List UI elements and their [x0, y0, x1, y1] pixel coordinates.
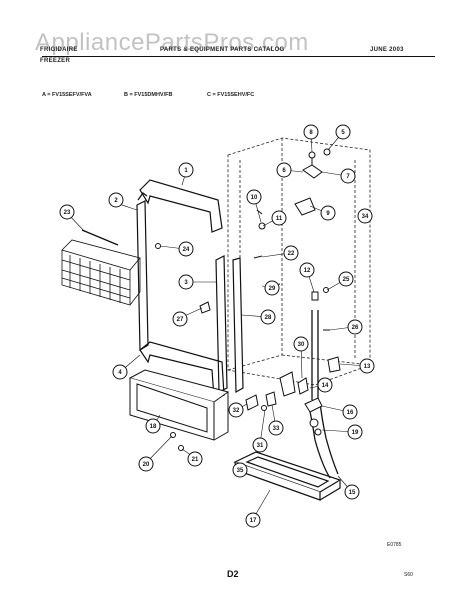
callout-circle-19: [347, 424, 363, 440]
drain-tube-part: [307, 310, 339, 479]
callout-circle-29: [264, 280, 280, 296]
callout-circle-28: [260, 309, 276, 325]
callout-circle-4: [112, 364, 128, 380]
door-frame-part: [137, 179, 223, 233]
callout-circle-17: [245, 512, 261, 528]
header-rule: [42, 56, 435, 57]
callout-label-15: 15: [349, 490, 356, 496]
callout-label-7: 7: [346, 174, 350, 180]
callout-circle-3: [178, 274, 194, 290]
callout-label-8: 8: [309, 130, 313, 136]
callout-circle-22: [283, 245, 299, 261]
kickplate-part: [128, 369, 230, 441]
callout-label-3: 3: [184, 280, 188, 286]
callout-label-26: 26: [352, 325, 359, 331]
callout-circle-16: [342, 404, 358, 420]
callout-label-29: 29: [269, 286, 276, 292]
callout-circle-9: [320, 205, 336, 221]
callout-circle-25: [338, 271, 354, 287]
callout-circle-34: [357, 208, 373, 224]
callout-label-16: 16: [347, 410, 354, 416]
callout-label-24: 24: [183, 247, 190, 253]
model-c: C = FV15SEHV/FC: [207, 92, 255, 98]
callout-label-21: 21: [192, 457, 199, 463]
callout-circle-33: [268, 420, 284, 436]
callout-circle-20: [138, 456, 154, 472]
callout-circle-32: [228, 402, 244, 418]
callout-group: 1234567891011121314151617181920212223242…: [59, 124, 375, 528]
callout-circle-14: [317, 377, 333, 393]
callout-label-1: 1: [184, 168, 188, 174]
callout-circle-18: [145, 418, 161, 434]
callout-circle-10: [246, 189, 262, 205]
page-number: D2: [227, 569, 239, 579]
callout-circle-31: [252, 437, 268, 453]
callout-circle-2: [108, 192, 124, 208]
watermark: AppliancePartsPros.com: [35, 29, 309, 56]
corner-code: S60: [404, 572, 413, 578]
callout-circle-7: [340, 168, 356, 184]
callout-circle-1: [178, 162, 194, 178]
diagram-code: E0785: [387, 542, 402, 548]
callout-label-14: 14: [322, 383, 329, 389]
callout-circle-21: [187, 451, 203, 467]
callout-circle-15: [344, 484, 360, 500]
callout-circle-23: [59, 204, 75, 220]
callout-label-9: 9: [326, 211, 330, 217]
callout-label-22: 22: [288, 251, 295, 257]
brand-subtitle: FREEZER: [40, 58, 71, 64]
callout-label-28: 28: [265, 315, 272, 321]
callout-circle-26: [347, 319, 363, 335]
callout-label-12: 12: [304, 268, 311, 274]
callout-label-23: 23: [64, 210, 71, 216]
left-gasket-part: [136, 200, 149, 352]
drain-pan-part: [233, 451, 342, 501]
callout-circle-5: [335, 124, 351, 140]
brand-name: FRIGIDAIRE: [40, 47, 78, 53]
callout-label-31: 31: [257, 443, 264, 449]
callout-label-17: 17: [250, 518, 257, 524]
callout-label-4: 4: [118, 370, 122, 376]
callout-label-5: 5: [341, 130, 345, 136]
model-b: B = FV15DMHV/FB: [124, 92, 173, 98]
callout-label-35: 35: [237, 468, 244, 474]
callout-circle-13: [359, 358, 375, 374]
callout-label-2: 2: [114, 198, 118, 204]
callout-circle-12: [299, 262, 315, 278]
catalog-title: PARTS & EQUIPMENT PARTS CATALOG: [160, 47, 285, 53]
callout-circle-27: [172, 311, 188, 327]
callout-circle-6: [276, 162, 292, 178]
callout-circle-11: [271, 210, 287, 226]
callout-label-19: 19: [352, 430, 359, 436]
callout-label-27: 27: [177, 317, 184, 323]
callout-label-13: 13: [364, 364, 371, 370]
callout-circle-8: [303, 124, 319, 140]
callout-label-6: 6: [282, 168, 286, 174]
right-gasket-part: [215, 255, 244, 394]
callout-circle-24: [178, 241, 194, 257]
model-a: A = FV15SEFV/FVA: [42, 92, 92, 98]
callout-label-32: 32: [233, 408, 240, 414]
wire-shelf-part: [61, 239, 141, 306]
callout-label-25: 25: [343, 277, 350, 283]
callout-label-20: 20: [143, 462, 150, 468]
callout-label-10: 10: [251, 195, 258, 201]
callout-label-18: 18: [150, 424, 157, 430]
callout-label-33: 33: [273, 426, 280, 432]
callout-label-11: 11: [276, 216, 283, 222]
hardware-parts: [155, 148, 341, 451]
rod-part: [81, 229, 119, 246]
catalog-date: JUNE 2003: [370, 47, 404, 53]
callout-label-34: 34: [362, 214, 369, 220]
callout-label-30: 30: [298, 342, 305, 348]
callout-circle-35: [232, 462, 248, 478]
callout-circle-30: [293, 336, 309, 352]
